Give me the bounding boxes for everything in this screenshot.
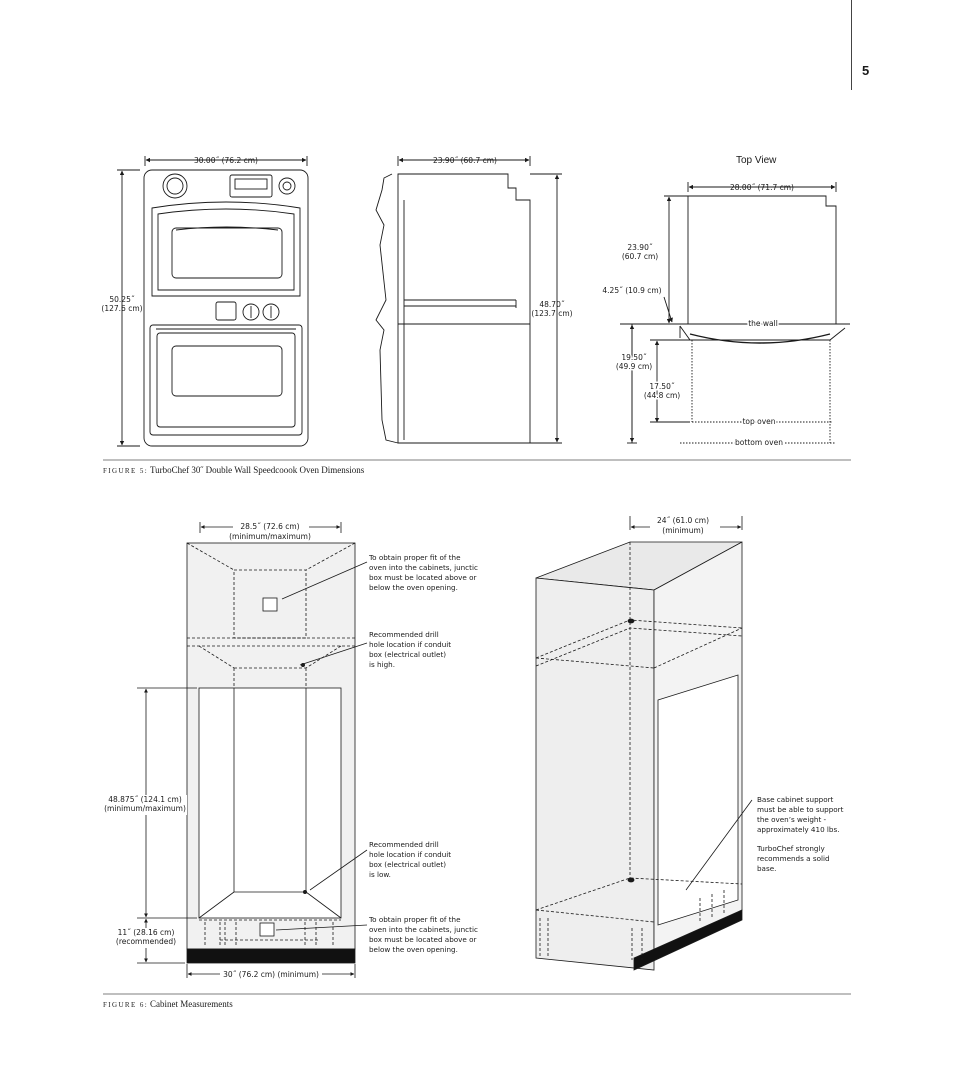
fig6-width-label-bg xyxy=(233,520,309,542)
svg-text:To obtain proper fit of the: To obtain proper fit of the xyxy=(368,915,461,924)
top-view-wall: the wall xyxy=(748,319,778,328)
fig6-height-label-bg xyxy=(103,795,187,815)
svg-text:is low.: is low. xyxy=(369,870,391,879)
fig5-side-height-cm: (123.7 cm) xyxy=(531,309,572,318)
svg-text:Recommended drill: Recommended drill xyxy=(369,840,439,849)
page-number: 5 xyxy=(862,63,870,78)
top-view-top-oven-cm: (49.9 cm) xyxy=(616,362,652,371)
top-view-width: 28.00˝ (71.7 cm) xyxy=(730,183,794,192)
top-view-bottom-oven-label: bottom oven xyxy=(735,438,783,447)
svg-text:is high.: is high. xyxy=(369,660,395,669)
fig6-front-width-1: 28.5˝ (72.6 cm) xyxy=(240,522,299,531)
fig6-iso-label-bg xyxy=(650,515,720,537)
top-view-depth-cm: (60.7 cm) xyxy=(622,252,658,261)
figure6-caption-label: FIGURE 6: xyxy=(103,1001,148,1009)
fig6-front-bottom-width: 30˝ (76.2 cm) (minimum) xyxy=(223,970,319,979)
svg-text:hole location if conduit: hole location if conduit xyxy=(369,640,451,649)
top-view-top-oven-label: top oven xyxy=(742,417,775,426)
svg-text:oven into the cabinets, juncti: oven into the cabinets, junctic xyxy=(369,925,478,934)
fig5-front-height-cm: (127.6 cm) xyxy=(101,304,142,313)
fig6-front-width-2: (minimum/maximum) xyxy=(229,532,311,541)
svg-text:To obtain proper fit of the: To obtain proper fit of the xyxy=(368,553,461,562)
fig6-base-label-bg xyxy=(112,928,180,948)
top-view-door: 4.25˝ (10.9 cm) xyxy=(602,286,661,295)
top-view-depth-in: 23.90˝ xyxy=(627,243,652,252)
fig6-iso-depth-2: (minimum) xyxy=(662,526,704,535)
svg-text:base.: base. xyxy=(757,864,776,873)
svg-text:box (electrical outlet): box (electrical outlet) xyxy=(369,650,446,659)
fig5-front-width: 30.00˝ (76.2 cm) xyxy=(194,156,258,165)
note-base-support: Base cabinet support must be able to sup… xyxy=(757,795,844,834)
svg-text:box must be located above or: box must be located above or xyxy=(369,573,477,582)
svg-text:the oven’s weight -: the oven’s weight - xyxy=(757,815,827,824)
note-junction-bottom: To obtain proper fit of the oven into th… xyxy=(368,915,478,954)
svg-text:must be able to support: must be able to support xyxy=(757,805,844,814)
svg-text:approximately 410 lbs.: approximately 410 lbs. xyxy=(757,825,840,834)
figure5-side-view xyxy=(375,156,562,444)
figure6-cabinet-front xyxy=(137,522,368,978)
fig5-front-height-in: 50.25˝ xyxy=(109,295,134,304)
note-junction-top: To obtain proper fit of the oven into th… xyxy=(368,553,478,592)
svg-text:hole location if conduit: hole location if conduit xyxy=(369,850,451,859)
note-solid-base: TurboChef strongly recommends a solid ba… xyxy=(756,844,830,873)
fig6-bottom-label-bg xyxy=(220,969,322,979)
fig5-side-depth: 23.90˝ (60.7 cm) xyxy=(433,156,497,165)
note-drill-low: Recommended drill hole location if condu… xyxy=(369,840,451,879)
top-view-title: Top View xyxy=(736,155,777,166)
fig6-iso-depth-1: 24˝ (61.0 cm) xyxy=(657,516,709,525)
top-view-bottom-oven-in: 17.50˝ xyxy=(649,382,674,391)
note-drill-high: Recommended drill hole location if condu… xyxy=(369,630,451,669)
figure5-caption-text: TurboChef 30˝ Double Wall Speedcoook Ove… xyxy=(150,465,365,475)
fig6-front-base-1: 11˝ (28.16 cm) xyxy=(118,928,175,937)
svg-text:Base cabinet support: Base cabinet support xyxy=(757,795,834,804)
fig5-side-height-in: 48.70˝ xyxy=(539,300,564,309)
figure6-caption-text: Cabinet Measurements xyxy=(150,999,233,1009)
fig6-front-height-1: 48.875˝ (124.1 cm) xyxy=(108,795,182,804)
svg-text:box must be located above or: box must be located above or xyxy=(369,935,477,944)
figure6-cabinet-iso xyxy=(535,516,753,971)
svg-text:below the oven opening.: below the oven opening. xyxy=(369,945,458,954)
fig6-front-height-2: (minimum/maximum) xyxy=(104,804,186,813)
figure5-caption-label: FIGURE 5: xyxy=(103,467,148,475)
fig6-front-base-2: (recommended) xyxy=(116,937,176,946)
svg-text:box (electrical outlet): box (electrical outlet) xyxy=(369,860,446,869)
svg-text:TurboChef strongly: TurboChef strongly xyxy=(756,844,825,853)
top-view-bottom-oven-cm: (44.8 cm) xyxy=(644,391,680,400)
page-margin-rule xyxy=(851,0,852,90)
svg-text:below the oven opening.: below the oven opening. xyxy=(369,583,458,592)
figure5-top-view xyxy=(620,182,850,444)
svg-text:oven into the cabinets, juncti: oven into the cabinets, junctic xyxy=(369,563,478,572)
svg-text:Recommended drill: Recommended drill xyxy=(369,630,439,639)
svg-text:recommends a solid: recommends a solid xyxy=(757,854,830,863)
top-view-top-oven-in: 19.50˝ xyxy=(621,353,646,362)
figure5-front-view xyxy=(117,156,309,447)
